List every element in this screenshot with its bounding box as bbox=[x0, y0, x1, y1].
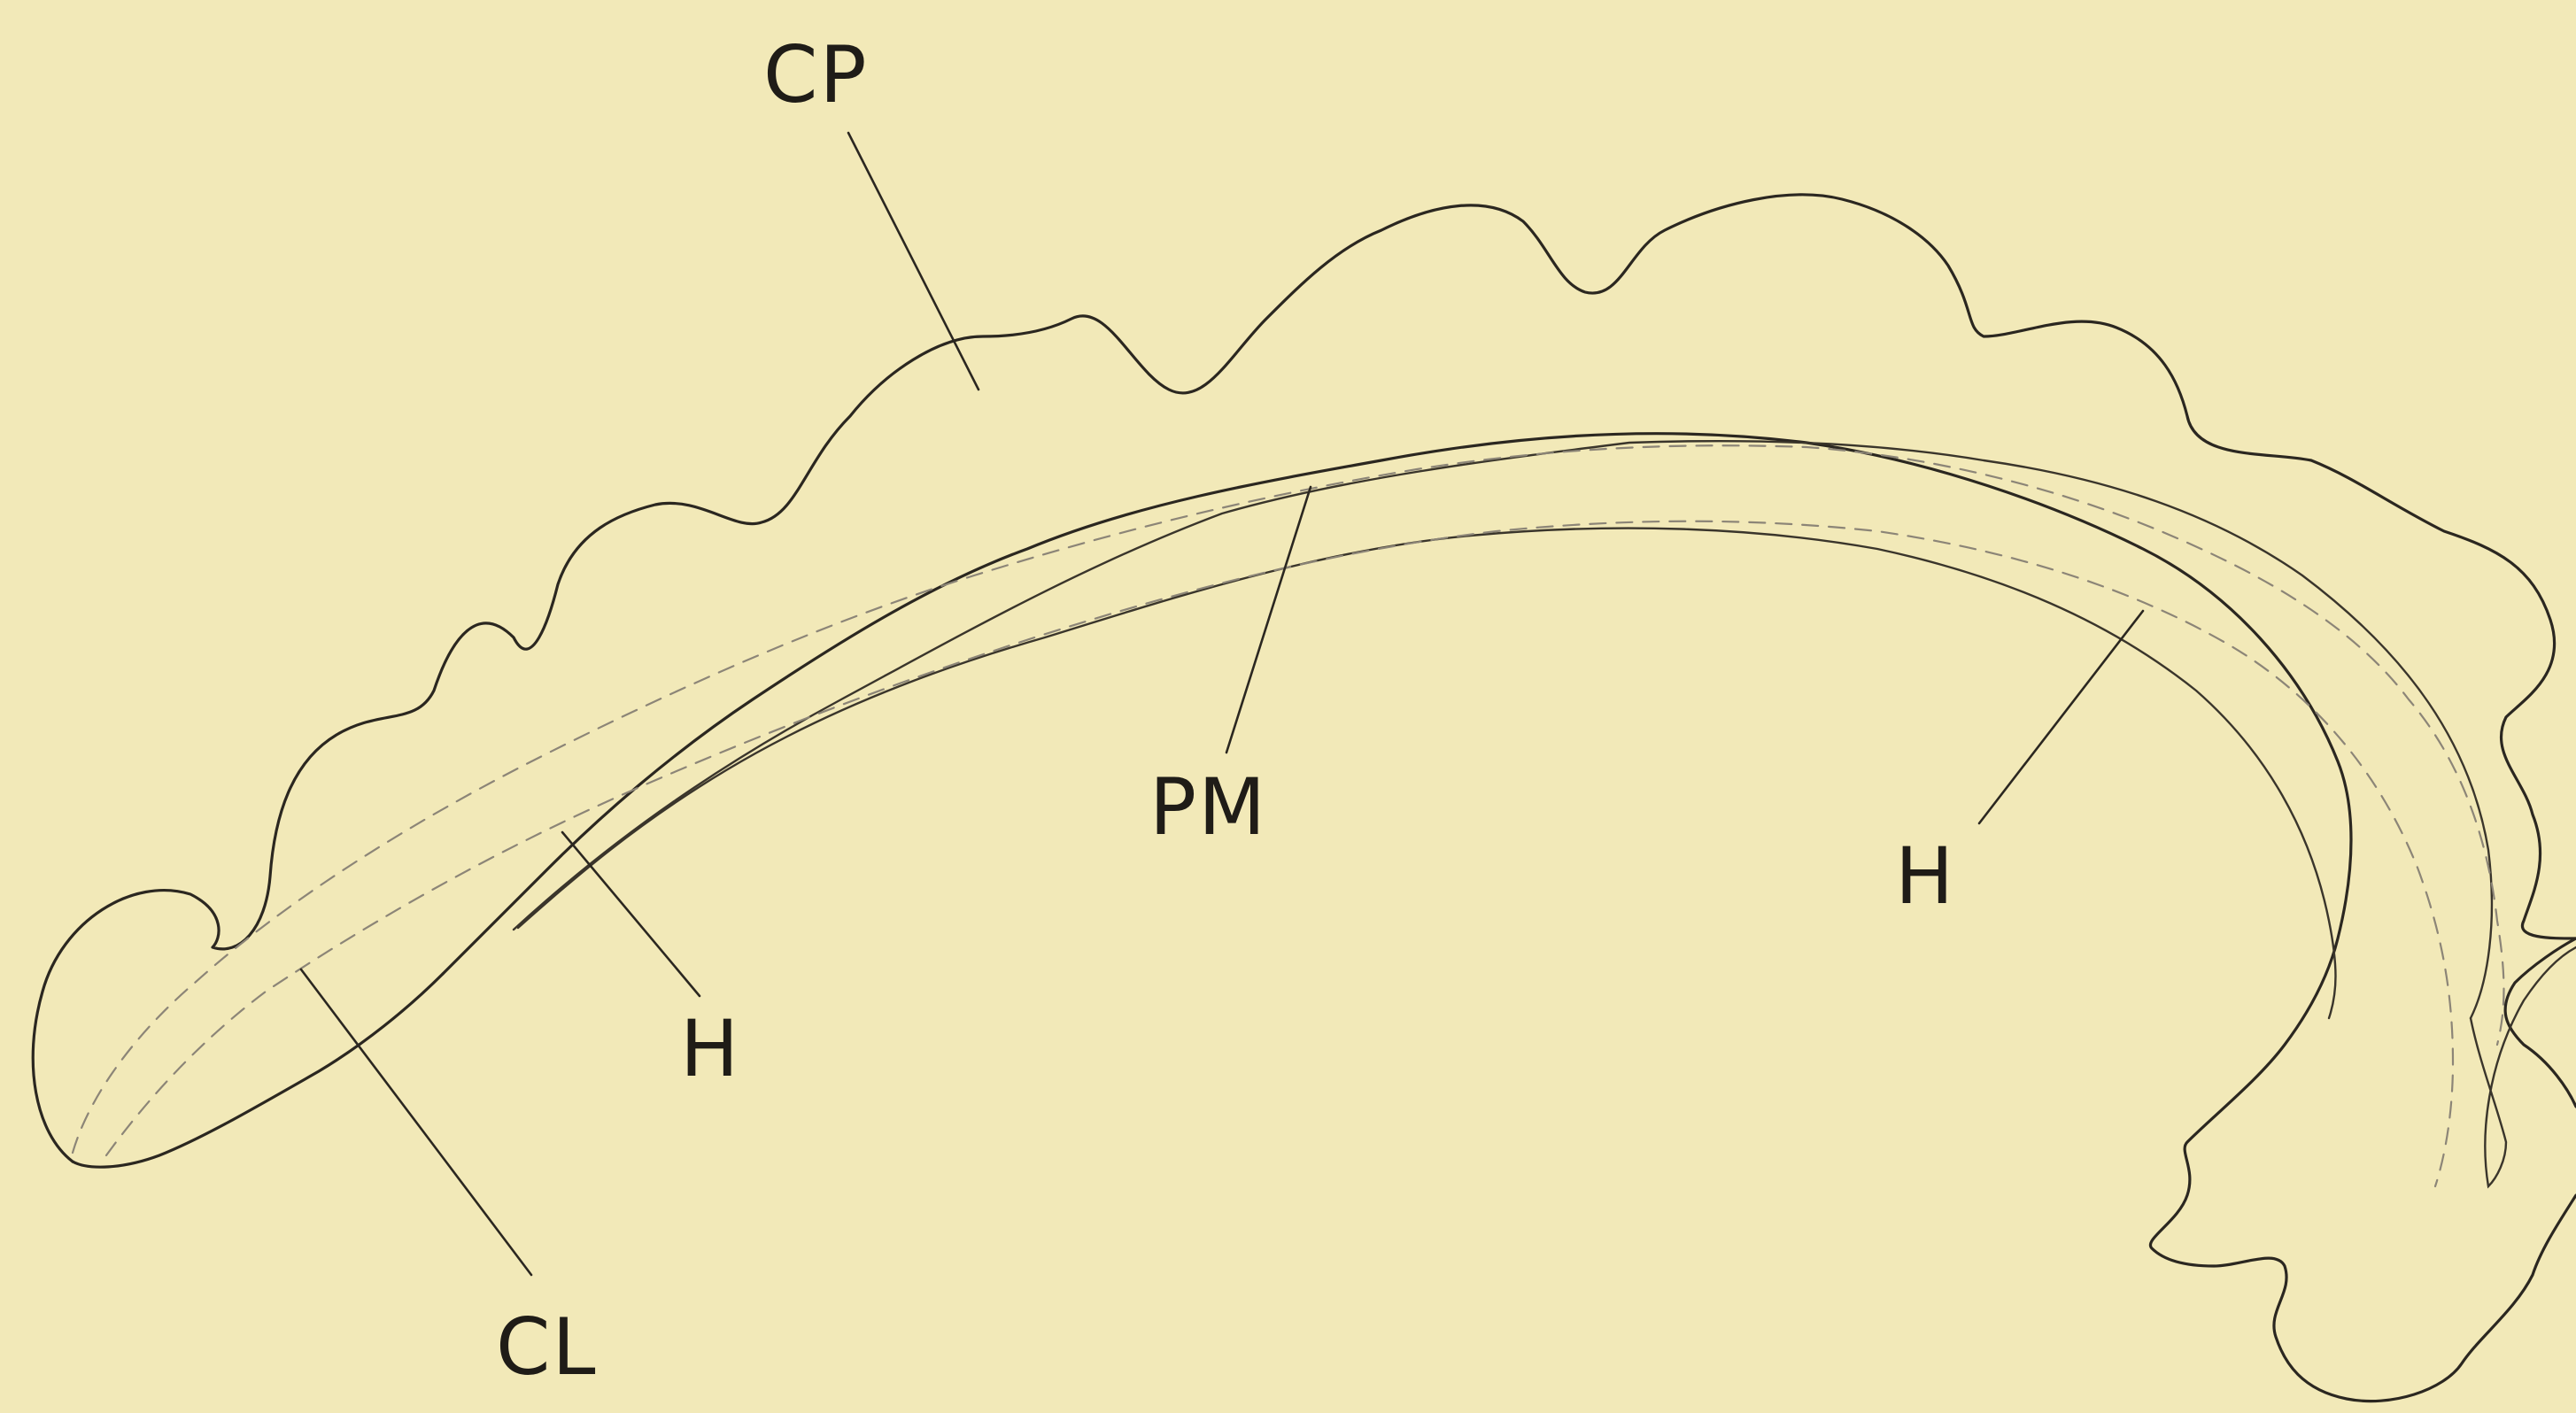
cp-leader-line bbox=[848, 133, 979, 390]
lower-right-lobes bbox=[443, 434, 2576, 1401]
right-inner-boundary bbox=[2471, 947, 2576, 1186]
label-h-left: H bbox=[680, 1003, 740, 1094]
pm-upper-line bbox=[514, 441, 2492, 1018]
label-cp: CP bbox=[763, 29, 869, 120]
pm-leader-line bbox=[1226, 487, 1311, 753]
cl-leader-line bbox=[301, 969, 531, 1275]
pm-lower-line bbox=[518, 529, 2336, 1018]
label-pm: PM bbox=[1149, 761, 1267, 853]
dashed-contour-outer bbox=[73, 445, 2504, 1153]
inner-band-lower bbox=[73, 974, 443, 1167]
label-cl: CL bbox=[496, 1301, 597, 1393]
h-right-leader-line bbox=[1979, 611, 2143, 823]
dashed-contour-inner bbox=[106, 521, 2453, 1186]
label-h-right: H bbox=[1895, 830, 1955, 922]
outer-outline bbox=[33, 195, 2576, 1162]
h-left-leader-line bbox=[562, 832, 700, 996]
